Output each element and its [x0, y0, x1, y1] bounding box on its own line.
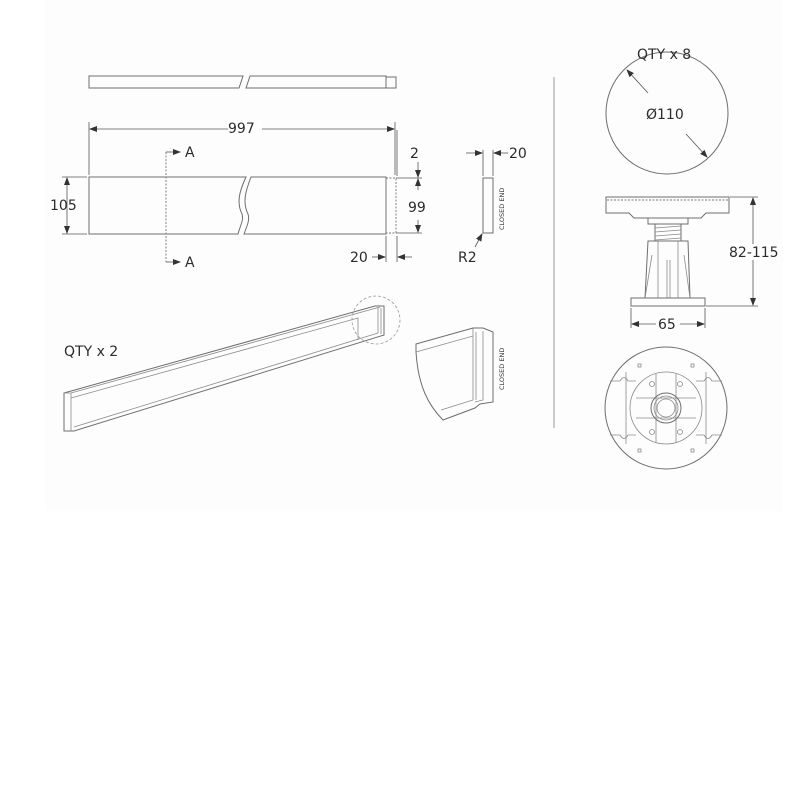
- panel-front-view: [62, 121, 422, 265]
- radius-label: R2: [458, 250, 477, 266]
- length-dimension-label: 997: [228, 121, 255, 137]
- diameter-dimension-label: Ø110: [646, 107, 684, 123]
- section-a-bottom-label: A: [185, 255, 195, 271]
- leg-quantity-label: QTY x 8: [637, 47, 691, 63]
- height-dimension-label: 105: [50, 198, 77, 214]
- panel-isometric-view: [63, 295, 401, 432]
- height-range-dimension-label: 82-115: [729, 245, 779, 261]
- section-a-top-label: A: [185, 145, 195, 161]
- leg-pad-top-view: [605, 51, 729, 175]
- end-length-dimension-label: 20: [350, 250, 368, 266]
- leg-underside-view: [604, 346, 728, 470]
- side-thickness-dimension-label: 20: [509, 146, 527, 162]
- panel-quantity-label: QTY x 2: [64, 344, 118, 360]
- base-width-dimension-label: 65: [658, 317, 676, 333]
- panel-side-section: [466, 150, 508, 248]
- closed-end-label: CLOSED END: [498, 188, 506, 230]
- panel-top-view: [88, 75, 397, 89]
- end-offset-dimension-label: 2: [410, 146, 419, 162]
- leg-side-view: [605, 196, 758, 328]
- end-height-dimension-label: 99: [408, 200, 426, 216]
- closed-end-detail: [415, 327, 494, 421]
- drawing-background: [45, 0, 783, 511]
- detail-closed-end-label: CLOSED END: [498, 348, 506, 390]
